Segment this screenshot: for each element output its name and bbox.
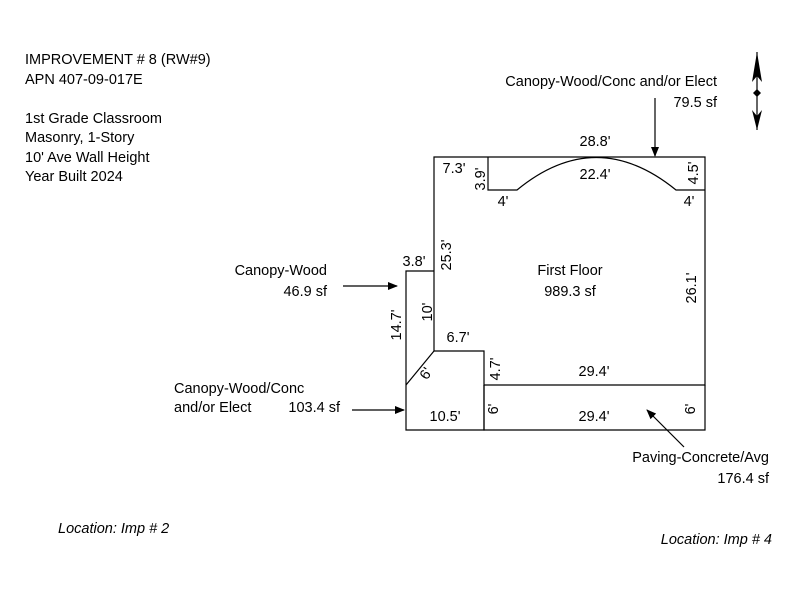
north-arrow-icon: [752, 52, 762, 130]
diagonal-line: [405, 350, 435, 386]
header-block: IMPROVEMENT # 8 (RW#9) APN 407-09-017E 1…: [25, 51, 211, 188]
dim-paving-left: 6': [486, 403, 502, 414]
canopy-conc-name-line1: Canopy-Wood/Conc: [174, 381, 304, 397]
dim-top-left: 7.3': [443, 161, 466, 177]
canopy-wood-area: 46.9 sf: [283, 284, 327, 300]
top-canopy-outline: [487, 156, 705, 191]
dim-canopy-bottom: 10.5': [430, 409, 461, 425]
canopy-top-area: 79.5 sf: [673, 95, 717, 111]
dim-left-notch: 3.9': [473, 167, 489, 190]
canopy-wood-name: Canopy-Wood: [235, 263, 327, 279]
dim-arc-left: 4': [498, 194, 509, 210]
location-left: Location: Imp # 2: [58, 521, 169, 537]
dim-step-height: 4.7': [488, 357, 504, 380]
apn-number: APN 407-09-017E: [25, 71, 143, 88]
building-use: 1st Grade Classroom: [25, 110, 162, 127]
left-canopy-outline: [405, 270, 434, 385]
construction-type: Masonry, 1-Story: [25, 130, 135, 146]
paving-name: Paving-Concrete/Avg: [632, 450, 769, 466]
paving-outline: [483, 385, 706, 431]
location-right: Location: Imp # 4: [661, 532, 772, 548]
dim-step-width: 6.7': [447, 330, 470, 346]
dim-arc-width: 22.4': [580, 167, 611, 183]
canopy-top-name: Canopy-Wood/Conc and/or Elect: [505, 74, 717, 90]
dim-paving-right: 6': [683, 403, 699, 414]
dim-paving-width: 29.4': [579, 409, 610, 425]
first-floor-area: 989.3 sf: [544, 284, 597, 300]
improvement-title: IMPROVEMENT # 8 (RW#9): [25, 52, 211, 68]
dim-right-top: 4.5': [686, 161, 702, 184]
wall-height: 10' Ave Wall Height: [25, 149, 150, 166]
dim-canopy-inner: 10': [420, 302, 436, 321]
dim-canopy-height: 14.7': [389, 309, 405, 340]
dim-right-wall: 26.1': [684, 272, 700, 303]
paving-arrow: [646, 409, 685, 448]
dim-bottom-wall: 29.4': [579, 364, 610, 380]
dim-arc-right: 4': [684, 194, 695, 210]
paving-area: 176.4 sf: [717, 471, 770, 487]
dim-left-wall: 25.3': [439, 239, 455, 270]
year-built: Year Built 2024: [25, 169, 123, 185]
dim-canopy-width: 3.8': [403, 254, 426, 270]
first-floor-name: First Floor: [537, 263, 602, 279]
canopy-conc-area: 103.4 sf: [288, 400, 341, 416]
dim-top-width: 28.8': [580, 134, 611, 150]
canopy-conc-name-line2: and/or Elect: [174, 400, 251, 416]
